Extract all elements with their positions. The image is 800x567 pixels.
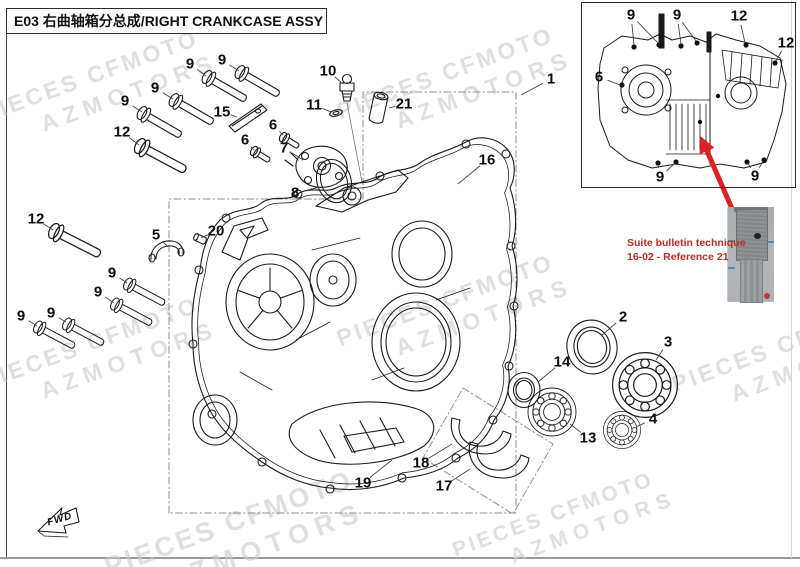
part-callout[interactable]: 16 <box>478 151 496 169</box>
part-callout[interactable]: 5 <box>151 226 161 244</box>
part-callout[interactable]: 9 <box>120 92 130 110</box>
photo-part-body <box>736 209 768 261</box>
part-callout[interactable]: 8 <box>290 184 300 202</box>
inset-part-callout[interactable]: 12 <box>730 7 748 25</box>
page-border-right <box>791 0 792 558</box>
inset-part-callout[interactable]: 9 <box>672 6 682 24</box>
photo-mark-right <box>768 241 774 243</box>
inset-part-callout[interactable]: 9 <box>655 168 665 186</box>
inset-part-callout[interactable]: 9 <box>750 167 760 185</box>
bulletin-red-arrow <box>699 136 736 214</box>
part-callout[interactable]: 17 <box>435 477 453 495</box>
seal-2 <box>566 319 618 375</box>
plate-15 <box>228 103 268 133</box>
part-callout[interactable]: 3 <box>663 333 673 351</box>
part-callout[interactable]: 9 <box>93 283 103 301</box>
inset-engine <box>597 13 787 169</box>
photo-part-shaft <box>740 259 763 303</box>
photo-red-dot <box>764 293 770 299</box>
part-callout[interactable]: 9 <box>46 304 56 322</box>
part-callout[interactable]: 15 <box>213 103 231 121</box>
inset-part-callout[interactable]: 6 <box>594 68 604 86</box>
bulletin-note-line2: 16-02 - Reference 21 <box>627 250 729 263</box>
reference-part-photo <box>727 207 774 303</box>
part-callout[interactable]: 10 <box>319 62 337 80</box>
part-callout[interactable]: 6 <box>268 116 278 134</box>
part-callout[interactable]: 2 <box>618 308 628 326</box>
inset-part-callout[interactable]: 9 <box>626 6 636 24</box>
page-title: E03 右曲轴箱分总成/RIGHT CRANKCASE ASSY <box>6 8 327 34</box>
seal-14 <box>507 371 541 409</box>
part-callout[interactable]: 7 <box>279 139 289 157</box>
part-callout[interactable]: 13 <box>579 429 597 447</box>
part-callout[interactable]: 9 <box>217 51 227 69</box>
part-callout[interactable]: 19 <box>354 474 372 492</box>
part-callout[interactable]: 18 <box>412 454 430 472</box>
part-callout[interactable]: 1 <box>546 70 556 88</box>
plug-21 <box>368 91 389 124</box>
part-callout[interactable]: 11 <box>306 96 322 114</box>
part-callout[interactable]: 12 <box>113 123 131 141</box>
clamp-5 <box>148 240 185 263</box>
part-callout[interactable]: 6 <box>240 131 250 149</box>
crankcase-body <box>188 137 519 494</box>
part-callout[interactable]: 12 <box>27 210 45 228</box>
inset-detail-box <box>581 2 796 188</box>
pin-20 <box>193 233 207 245</box>
inset-fastener-dots <box>619 40 778 166</box>
assembly-boundary-dashed <box>168 91 554 515</box>
oil-sensor-10 <box>339 73 363 183</box>
part-callout[interactable]: 20 <box>207 222 225 240</box>
part-callout[interactable]: 4 <box>648 410 658 428</box>
technical-bulletin-note: Suite bulletin technique 16-02 - Referen… <box>627 237 745 264</box>
gasket-8 <box>315 158 353 204</box>
page-border-bottom <box>0 557 800 559</box>
photo-mark-left-1 <box>728 240 735 242</box>
bulletin-note-line1: Suite bulletin technique <box>627 237 746 249</box>
part-callout[interactable]: 9 <box>150 79 160 97</box>
washer-11 <box>329 109 343 117</box>
page-border-left <box>6 8 7 558</box>
part-callout[interactable]: 21 <box>395 95 413 113</box>
photo-mark-left-2 <box>728 267 735 269</box>
photo-part-hole <box>754 233 761 239</box>
part-callout[interactable]: 14 <box>553 353 571 371</box>
part-callout[interactable]: 9 <box>107 264 117 282</box>
inset-part-callout[interactable]: 12 <box>777 34 795 52</box>
part-callout[interactable]: 9 <box>16 307 26 325</box>
fwd-arrow <box>37 507 80 538</box>
part-callout[interactable]: 9 <box>185 55 195 73</box>
